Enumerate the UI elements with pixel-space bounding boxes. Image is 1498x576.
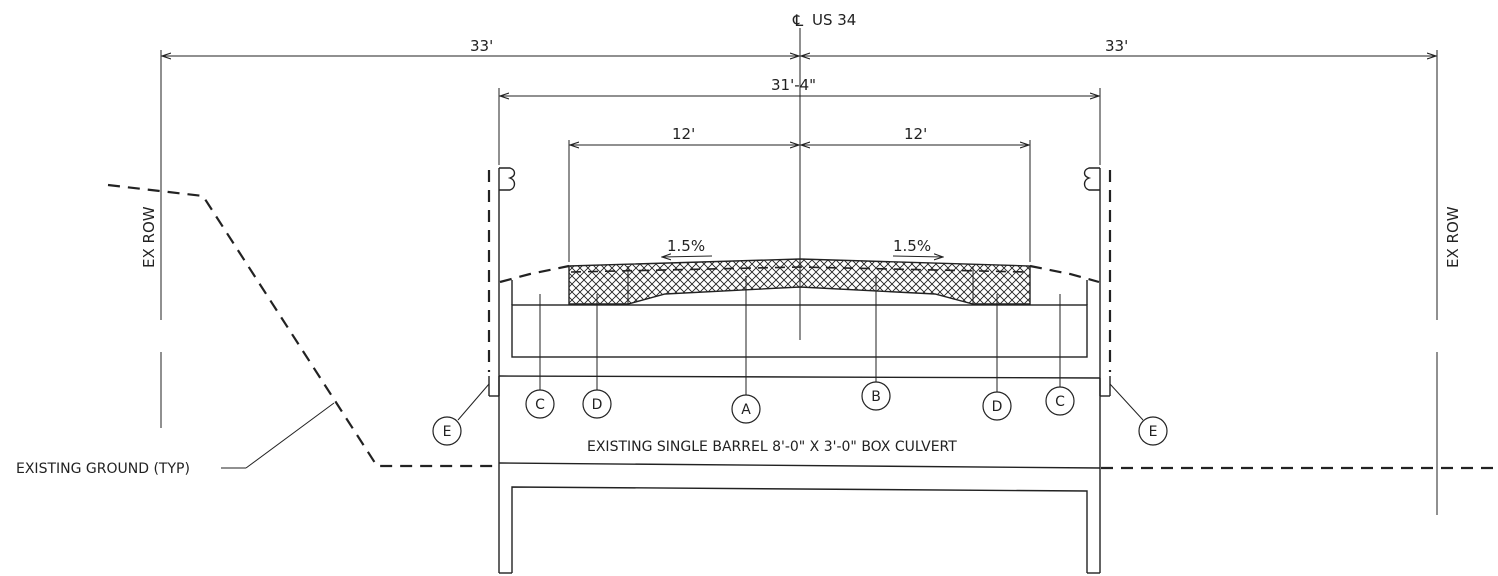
callout-a: A bbox=[731, 394, 761, 424]
centerline-symbol: ℄ bbox=[792, 11, 804, 30]
dim-row-right: 33' bbox=[1105, 37, 1128, 55]
dim-lane-left: 12' bbox=[672, 125, 695, 143]
existing-ground: EXISTING GROUND (TYP) bbox=[16, 183, 1498, 477]
svg-text:E: E bbox=[1149, 424, 1158, 440]
callout-b: B bbox=[861, 381, 891, 411]
slope-right: 1.5% bbox=[893, 237, 931, 255]
svg-text:A: A bbox=[741, 402, 751, 418]
cross-slopes: 1.5% 1.5% bbox=[662, 237, 943, 257]
callout-e-right: E bbox=[1138, 416, 1168, 446]
deck-slab bbox=[511, 280, 1088, 358]
callout-d-right: D bbox=[982, 391, 1012, 421]
svg-text:D: D bbox=[992, 399, 1003, 415]
row-lines: EX ROW EX ROW bbox=[140, 50, 1462, 515]
lane-dimension: 12' 12' bbox=[568, 125, 1031, 262]
callout-e-left: E bbox=[432, 416, 462, 446]
dim-row-left: 33' bbox=[470, 37, 493, 55]
box-culvert: EXISTING SINGLE BARREL 8'-0" X 3'-0" BOX… bbox=[498, 375, 1101, 574]
centerline-label: US 34 bbox=[812, 11, 856, 29]
row-dimension: 33' 33' bbox=[162, 37, 1436, 56]
culvert-label: EXISTING SINGLE BARREL 8'-0" X 3'-0" BOX… bbox=[587, 439, 957, 455]
slope-left: 1.5% bbox=[667, 237, 705, 255]
right-barrier bbox=[1083, 167, 1112, 397]
row-label-left: EX ROW bbox=[140, 206, 158, 268]
callout-d-left: D bbox=[582, 389, 612, 419]
centerline: ℄ US 34 bbox=[792, 11, 856, 340]
overall-width-dimension: 31'-4" bbox=[498, 76, 1101, 165]
svg-text:C: C bbox=[1055, 394, 1065, 410]
svg-text:E: E bbox=[443, 424, 452, 440]
callout-c-right: C bbox=[1045, 386, 1075, 416]
pavement-section bbox=[568, 258, 1031, 305]
svg-text:B: B bbox=[871, 389, 881, 405]
callout-c-left: C bbox=[525, 389, 555, 419]
row-label-right: EX ROW bbox=[1444, 206, 1462, 268]
ground-label: EXISTING GROUND (TYP) bbox=[16, 461, 190, 477]
svg-text:D: D bbox=[592, 397, 603, 413]
dim-lane-right: 12' bbox=[904, 125, 927, 143]
dim-overall-width: 31'-4" bbox=[771, 76, 816, 94]
shoulders bbox=[499, 264, 1100, 284]
left-barrier bbox=[487, 167, 516, 397]
svg-text:C: C bbox=[535, 397, 545, 413]
leader-lines bbox=[457, 276, 1144, 421]
